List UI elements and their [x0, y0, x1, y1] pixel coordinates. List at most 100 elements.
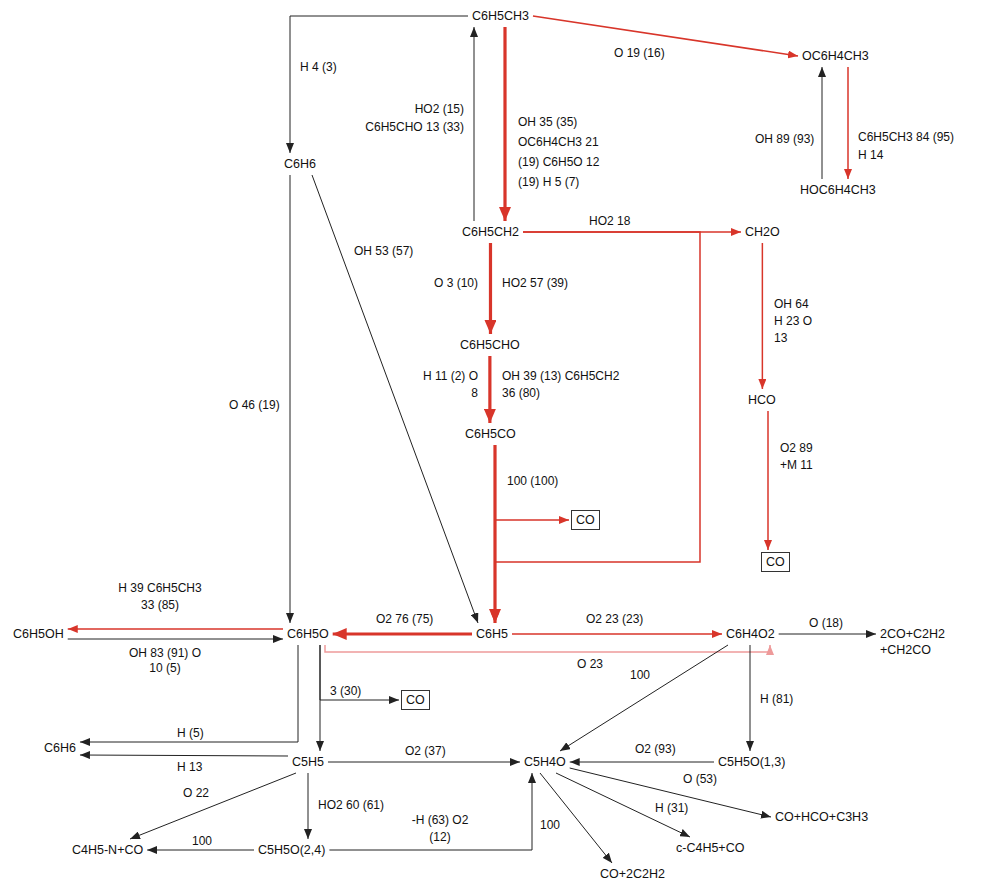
species-name: C6H5CHO: [460, 338, 520, 352]
species-node: C4H5-N+CO: [70, 841, 145, 859]
product-box: CO: [571, 510, 600, 530]
species-node: C6H5OH: [11, 625, 66, 643]
rate-label: C6H5CH3 84 (95) H 14: [856, 128, 960, 164]
rate-label: H 11 (2) O 8: [420, 368, 480, 402]
species-node: CO+2C2H2: [598, 865, 667, 883]
reaction-arrow: [68, 639, 283, 640]
species-node: C6H5CO: [463, 425, 518, 443]
reaction-arrow: [750, 645, 751, 751]
rate-label: O2 23 (23): [584, 612, 645, 627]
species-node: C5H4O: [522, 753, 568, 771]
rate-label: HO2 60 (61): [316, 798, 386, 813]
species-name: CO+2C2H2: [600, 867, 665, 881]
species-name: C6H5: [476, 627, 508, 641]
rate-label: 100 (100): [505, 474, 560, 489]
species-node: c-C4H5+CO: [674, 839, 746, 857]
reaction-arrow: [147, 850, 254, 851]
reaction-arrow: [512, 633, 722, 635]
species-name: 2CO+C2H2 +CH2CO: [880, 627, 945, 657]
reaction-arrow: [556, 773, 690, 837]
product-box: CO: [761, 552, 790, 572]
reaction-arrow: [495, 445, 569, 520]
species-node: HOC6H4CH3: [798, 181, 878, 199]
reaction-arrow: [779, 634, 876, 635]
reaction-arrow: [474, 27, 475, 221]
species-name: C6H5CH2: [462, 225, 519, 239]
reaction-arrow: [68, 628, 283, 630]
reaction-arrow: [570, 768, 771, 817]
rate-label: O2 89 +M 11: [778, 440, 826, 474]
rate-label: O2 (37): [403, 744, 448, 759]
reaction-arrow: [308, 773, 309, 839]
rate-label: HO2 18: [587, 214, 632, 229]
species-name: CO: [766, 555, 785, 569]
rate-label: H 39 C6H5CH3 33 (85): [108, 580, 212, 614]
species-name: C6H6: [44, 741, 76, 755]
species-node: C6H6: [42, 739, 78, 757]
species-name: C5H5: [292, 755, 324, 769]
rate-label: OH 53 (57): [352, 244, 415, 259]
species-node: C6H5O: [285, 625, 331, 643]
rate-label: H (5): [175, 726, 206, 741]
rate-label: 100: [190, 834, 214, 849]
species-name: C6H5OH: [13, 627, 64, 641]
rate-label: O (18): [807, 616, 845, 631]
reaction-arrow: [333, 632, 472, 635]
species-name: C6H5O: [287, 627, 329, 641]
reaction-arrow: [560, 645, 728, 751]
species-name: OC6H4CH3: [802, 49, 869, 63]
reaction-arrow: [80, 645, 298, 742]
reaction-arrow: [328, 762, 520, 763]
rate-label: OH 64 H 23 O 13: [772, 296, 820, 347]
rate-label: O 3 (10): [432, 276, 480, 291]
species-name: CO+HCO+C3H3: [775, 810, 868, 824]
rate-label: -H (63) O2 (12): [408, 812, 472, 846]
species-node: C5H5O(1,3): [716, 753, 787, 771]
species-node: C5H5O(2,4): [256, 841, 327, 859]
reaction-arrow: [822, 67, 823, 179]
species-node: HCO: [746, 391, 778, 409]
reaction-arrow: [325, 645, 770, 652]
reaction-arrow: [489, 243, 492, 334]
species-node: C6H5CH2: [460, 223, 521, 241]
rate-label: 3 (30): [328, 684, 363, 699]
rate-label: H 4 (3): [298, 60, 339, 75]
reaction-arrow: [503, 27, 506, 221]
species-name: CO: [576, 513, 595, 527]
rate-label: OH 35 (35) OC6H4CH3 21 (19) C6H5O 12 (19…: [516, 112, 624, 192]
species-name: CO: [406, 693, 425, 707]
rate-label: HO2 (15) C6H5CHO 13 (33): [354, 100, 466, 136]
species-node: C6H5CHO: [458, 336, 522, 354]
species-name: C6H4O2: [726, 627, 775, 641]
rate-label: O2 76 (75): [374, 612, 435, 627]
rate-label: O2 (93): [633, 742, 678, 757]
rate-label: 100: [538, 818, 562, 833]
reaction-arrow: [290, 16, 468, 153]
reaction-arrow: [570, 762, 714, 763]
reaction-arrow: [493, 445, 496, 623]
species-node: C5H5: [290, 753, 326, 771]
species-node: 2CO+C2H2 +CH2CO: [878, 625, 946, 659]
species-name: C6H5CO: [465, 427, 516, 441]
rate-label: O (53): [681, 772, 719, 787]
species-node: C6H4O2: [724, 625, 777, 643]
species-node: C6H5CH3: [470, 7, 531, 25]
rate-label: HO2 57 (39): [500, 276, 570, 291]
reaction-arrow: [320, 645, 321, 751]
rate-label: OH 39 (13) C6H5CH2 36 (80): [500, 368, 622, 402]
species-name: HOC6H4CH3: [800, 183, 876, 197]
rate-label: O 22: [181, 786, 211, 801]
species-name: C5H5O(1,3): [718, 755, 785, 769]
reaction-arrow: [130, 773, 296, 839]
rate-label: H 13: [175, 760, 204, 775]
rate-label: O 23: [575, 657, 605, 672]
rate-label: H (81): [758, 692, 795, 707]
species-node: CH2O: [743, 223, 782, 241]
species-node: OC6H4CH3: [800, 47, 871, 65]
species-node: CO+HCO+C3H3: [773, 808, 870, 826]
reaction-arrow: [488, 356, 491, 423]
species-node: C6H6: [282, 155, 318, 173]
rate-label: OH 89 (93): [753, 132, 816, 147]
rate-label: O 46 (19): [227, 398, 282, 413]
